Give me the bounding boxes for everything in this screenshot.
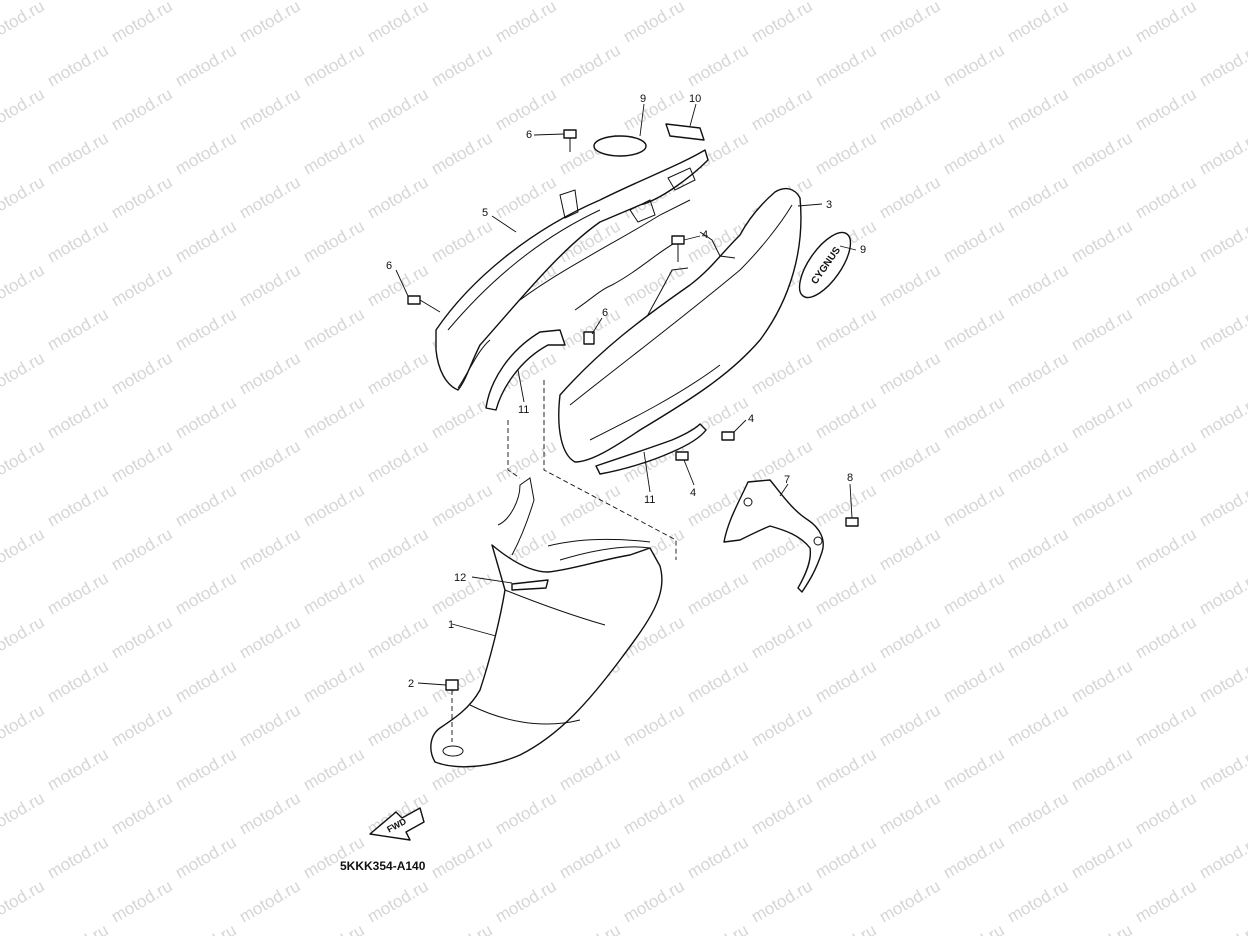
callout-6c: 6 [602,307,608,319]
screw-8 [845,517,859,527]
callout-6b: 6 [386,260,392,272]
callout-6a: 6 [526,129,532,141]
part-5-side-cover [435,149,709,391]
callout-2: 2 [408,678,414,690]
part-11-bracket-left [485,329,566,411]
callout-1: 1 [448,619,454,631]
screw-4-upper [671,235,685,262]
callout-10: 10 [689,93,701,105]
diagram-code: 5KKK354-A140 [340,859,426,873]
callout-11b: 11 [644,494,655,506]
callout-12: 12 [454,572,466,584]
callout-4b: 4 [748,413,754,425]
screw-6-left [407,295,441,313]
screw-6-top [563,129,577,152]
callout-9a: 9 [640,93,646,105]
alignment-guide [507,380,677,560]
part-7-bracket [723,479,824,593]
callout-7: 7 [784,474,790,486]
part-10-label [665,123,705,141]
screw-6-middle [583,331,595,345]
part-12-clip [511,579,549,591]
callout-9b: 9 [860,244,866,256]
callout-3: 3 [826,199,832,211]
part-1-rear-cover [430,477,663,768]
callout-11a: 11 [518,404,529,416]
callout-5: 5 [482,207,488,219]
callout-4c: 4 [690,487,696,499]
callout-labels: 1 2 3 4 4 4 5 6 6 6 7 8 9 9 10 11 11 12 [386,93,866,690]
part-9-emblem-upper [593,135,647,157]
leader-lines [395,103,857,686]
part-11-bracket-right [595,423,707,475]
callout-4a: 4 [702,229,708,241]
part-3-side-cover [558,187,802,463]
fwd-arrow: FWD [369,807,425,841]
screw-4-lower [675,451,689,461]
screw-4-right [721,431,735,441]
callout-8: 8 [847,472,853,484]
